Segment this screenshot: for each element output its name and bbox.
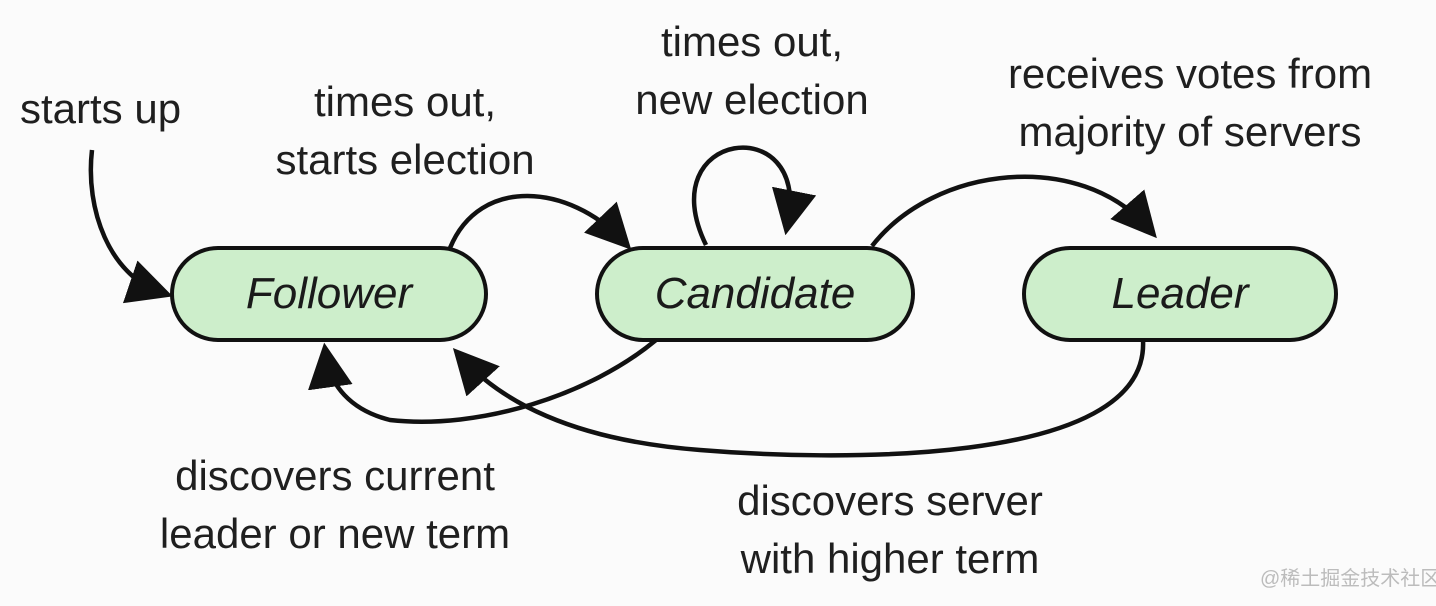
leader-label: Leader xyxy=(1111,269,1249,318)
discovers-current-leader-line-2: leader or new term xyxy=(159,510,511,557)
starts-up-text: starts up xyxy=(20,85,182,132)
candidate-to-leader-arrow xyxy=(870,174,1157,248)
discovers-higher-term-line-1: discovers server xyxy=(737,477,1043,524)
candidate-to-follower-arrow xyxy=(308,338,658,424)
candidate-label: Candidate xyxy=(654,269,856,318)
times-out-starts-election-line-1: times out, xyxy=(313,78,497,125)
leader-node xyxy=(1022,246,1338,342)
times-out-starts-election-line-2: starts election xyxy=(275,136,535,183)
receives-votes-line-2: majority of servers xyxy=(1018,108,1362,155)
discovers-current-leader-label: discovers current leader or new term xyxy=(110,447,560,563)
receives-votes-line-1: receives votes from xyxy=(1007,50,1373,97)
follower-to-candidate-arrow xyxy=(447,193,632,250)
discovers-current-leader-line-1: discovers current xyxy=(175,452,495,499)
leader-to-follower-arrow xyxy=(452,339,1146,458)
candidate-self-loop-arrow xyxy=(691,145,817,246)
discovers-higher-term-line-2: with higher term xyxy=(740,535,1040,582)
candidate-node xyxy=(595,246,915,342)
times-out-new-election-line-1: times out, xyxy=(660,18,844,65)
follower-label: Follower xyxy=(245,269,413,318)
starts-up-label: starts up xyxy=(20,80,181,138)
discovers-higher-term-label: discovers server with higher term xyxy=(690,472,1090,588)
times-out-new-election-label: times out, new election xyxy=(600,13,904,129)
receives-votes-label: receives votes from majority of servers xyxy=(955,45,1425,161)
starts-up-arrow xyxy=(88,149,173,304)
times-out-starts-election-label: times out, starts election xyxy=(240,73,570,189)
times-out-new-election-line-2: new election xyxy=(635,76,869,123)
watermark: @稀土掘金技术社区 xyxy=(1260,568,1436,590)
